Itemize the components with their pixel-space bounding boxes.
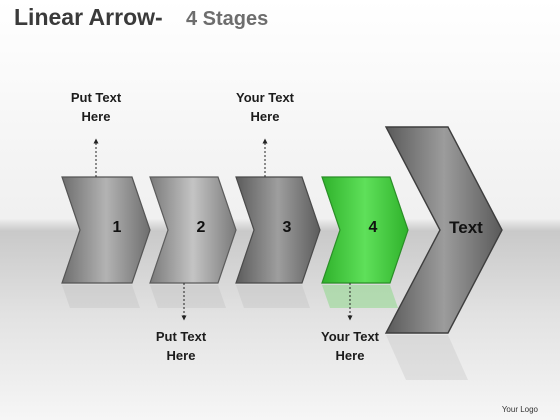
stage-3-label: 3 xyxy=(282,219,292,236)
final-arrow-chevron xyxy=(384,126,503,334)
final-arrow-reflection xyxy=(386,335,468,380)
stage-4-label: 4 xyxy=(368,219,378,236)
stage-1-chevron xyxy=(61,176,151,284)
stage-2-label: 2 xyxy=(196,219,206,236)
title-subtitle: 4 Stages xyxy=(186,8,269,30)
logo-text: Your Logo xyxy=(501,405,538,414)
final-arrow-label: Text xyxy=(449,218,483,237)
callout-top-3: Your Text Here xyxy=(235,90,295,124)
callout-bottom-4: Your Text Here xyxy=(320,329,380,363)
stage-3-reflection xyxy=(236,285,310,308)
stage-1-reflection xyxy=(62,285,140,308)
stage-3-chevron xyxy=(235,176,321,284)
title-main: Linear Arrow- xyxy=(14,4,163,30)
stage-2-reflection xyxy=(150,285,226,308)
stage-4-reflection xyxy=(322,285,398,308)
stage-4-chevron xyxy=(321,176,409,284)
stage-2-chevron xyxy=(149,176,237,284)
callout-top-1: Put Text Here xyxy=(70,90,122,124)
title-dash: - xyxy=(155,4,163,30)
stage-1-label: 1 xyxy=(112,219,122,236)
callout-bottom-2: Put Text Here xyxy=(155,329,207,363)
